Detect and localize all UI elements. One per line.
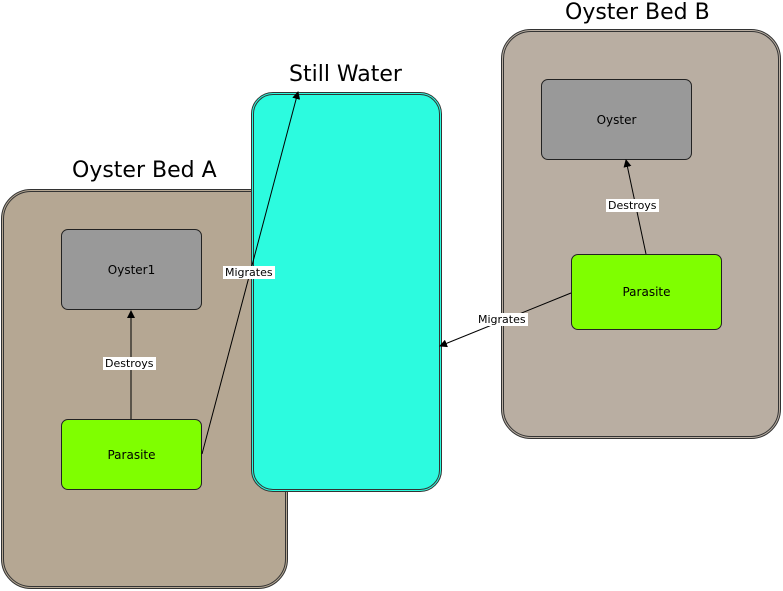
still-water-region: [251, 92, 442, 492]
parasite-a-node[interactable]: Parasite: [61, 419, 202, 490]
migrates-b-label: Migrates: [476, 313, 528, 326]
oyster-b-label: Oyster: [596, 112, 637, 127]
parasite-a-label: Parasite: [107, 447, 156, 462]
destroys-b-label: Destroys: [606, 199, 659, 212]
destroys-a-label: Destroys: [103, 357, 156, 370]
oyster1-label: Oyster1: [107, 262, 156, 277]
oyster-bed-b-title: Oyster Bed B: [565, 0, 710, 25]
oyster-bed-a-title: Oyster Bed A: [72, 158, 217, 183]
parasite-b-label: Parasite: [622, 285, 671, 299]
parasite-b-node[interactable]: Parasite: [571, 254, 722, 330]
oyster1-node[interactable]: Oyster1: [61, 229, 202, 310]
oyster-b-node[interactable]: Oyster: [541, 79, 692, 160]
migrates-a-label: Migrates: [223, 266, 275, 279]
still-water-title: Still Water: [289, 62, 402, 87]
